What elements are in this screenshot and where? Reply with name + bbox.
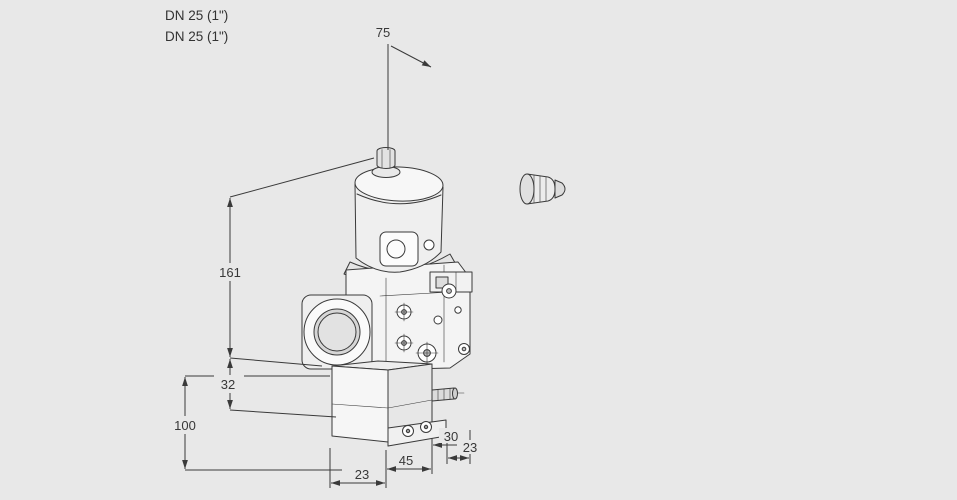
hex-cap (376, 147, 396, 169)
dim-161-label: 161 (219, 265, 241, 280)
actuator (354, 147, 444, 273)
emblem-plate (379, 231, 419, 267)
valve-assembly (301, 147, 566, 447)
regulator-block (331, 360, 465, 447)
dimension-100 (182, 375, 342, 471)
dim-23-bottom-label: 23 (355, 467, 369, 482)
fitting-part (519, 173, 566, 205)
body-ports (394, 283, 470, 365)
dn-label-2: DN 25 (1") (165, 29, 228, 44)
dim-100-label: 100 (174, 418, 196, 433)
text-labels: DN 25 (1") DN 25 (1") 75 161 32 100 30 2… (165, 8, 482, 482)
flange-port (301, 294, 373, 370)
dim-75-label: 75 (376, 25, 390, 40)
emblem-circle (386, 239, 406, 259)
dimension-75 (387, 44, 432, 150)
dim-45-label: 45 (399, 453, 413, 468)
dim-32-label: 32 (221, 377, 235, 392)
test-nipple (431, 387, 455, 402)
dim-23-right-label: 23 (463, 440, 477, 455)
dn-label-1: DN 25 (1") (165, 8, 228, 23)
dim-30-label: 30 (444, 429, 458, 444)
